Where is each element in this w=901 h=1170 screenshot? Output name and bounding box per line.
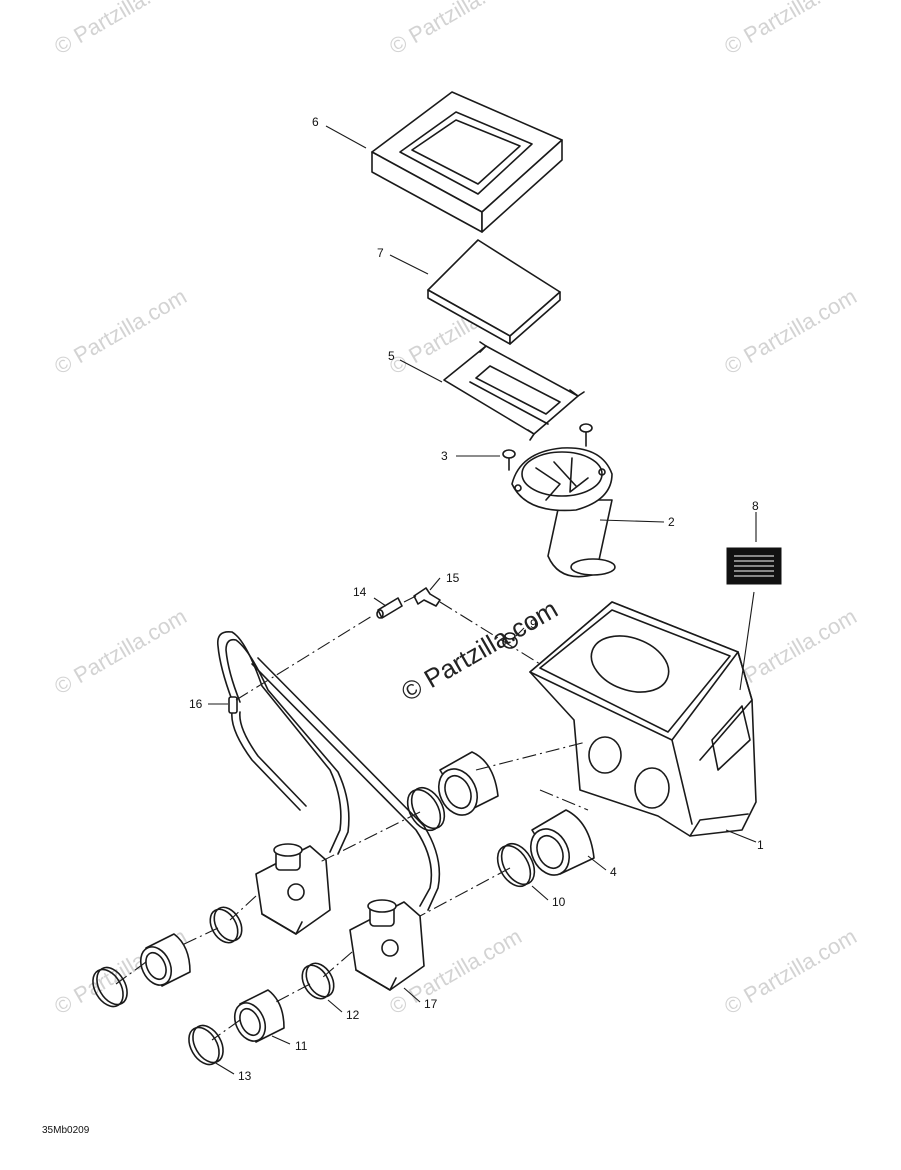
assembly-lines bbox=[115, 595, 589, 1041]
watermark: © Partzilla.com bbox=[50, 0, 191, 59]
callout-10[interactable]: 10 bbox=[552, 895, 566, 909]
center-watermark: © Partzilla.com bbox=[396, 594, 563, 708]
part-6-foam-frame[interactable] bbox=[371, 91, 563, 233]
drawing-code: 35Mb0209 bbox=[42, 1125, 90, 1136]
callout-5[interactable]: 5 bbox=[388, 349, 395, 363]
callout-4[interactable]: 4 bbox=[610, 865, 617, 879]
part-1-air-box[interactable] bbox=[529, 601, 757, 837]
callout-3[interactable]: 3 bbox=[441, 449, 448, 463]
watermark: © Partzilla.com bbox=[50, 284, 191, 380]
callout-9[interactable]: 9 bbox=[530, 617, 537, 631]
part-17-carburetors[interactable] bbox=[255, 843, 425, 991]
watermark: © Partzilla.com bbox=[720, 0, 861, 59]
callout-13[interactable]: 13 bbox=[238, 1069, 252, 1083]
part-9-grommet[interactable] bbox=[502, 632, 518, 649]
callout-6[interactable]: 6 bbox=[312, 115, 319, 129]
callout-1[interactable]: 1 bbox=[757, 838, 764, 852]
part-3-rivets[interactable] bbox=[502, 423, 593, 471]
part-5-screen-plate[interactable] bbox=[443, 341, 585, 441]
part-12-clamps[interactable] bbox=[205, 902, 340, 1003]
part-16-vent-hose[interactable] bbox=[216, 630, 441, 911]
callout-14[interactable]: 14 bbox=[353, 585, 367, 599]
part-15-elbow[interactable] bbox=[413, 587, 441, 607]
part-2-intake-horn[interactable] bbox=[511, 447, 616, 578]
part-13-clamps[interactable] bbox=[87, 962, 230, 1070]
callout-8[interactable]: 8 bbox=[752, 499, 759, 513]
leader-lines bbox=[208, 125, 757, 1075]
part-8-label[interactable] bbox=[726, 547, 782, 585]
part-4-adapter-boots[interactable] bbox=[432, 751, 595, 881]
callout-labels: 1 2 3 4 5 6 7 8 9 10 11 12 13 14 15 16 1… bbox=[189, 115, 764, 1083]
watermark: © Partzilla.com bbox=[385, 0, 526, 59]
part-11-sleeves[interactable] bbox=[135, 933, 285, 1046]
callout-17[interactable]: 17 bbox=[424, 997, 438, 1011]
part-14-connector[interactable] bbox=[376, 597, 403, 619]
callout-7[interactable]: 7 bbox=[377, 246, 384, 260]
callout-2[interactable]: 2 bbox=[668, 515, 675, 529]
callout-11[interactable]: 11 bbox=[295, 1039, 308, 1053]
watermark: © Partzilla.com bbox=[720, 924, 861, 1020]
part-7-filter-pad[interactable] bbox=[427, 239, 561, 345]
watermark: © Partzilla.com bbox=[720, 284, 861, 380]
watermark: © Partzilla.com bbox=[50, 604, 191, 700]
callout-15[interactable]: 15 bbox=[446, 571, 460, 585]
callout-16[interactable]: 16 bbox=[189, 697, 203, 711]
callout-12[interactable]: 12 bbox=[346, 1008, 360, 1022]
part-10-clamps[interactable] bbox=[401, 782, 541, 892]
